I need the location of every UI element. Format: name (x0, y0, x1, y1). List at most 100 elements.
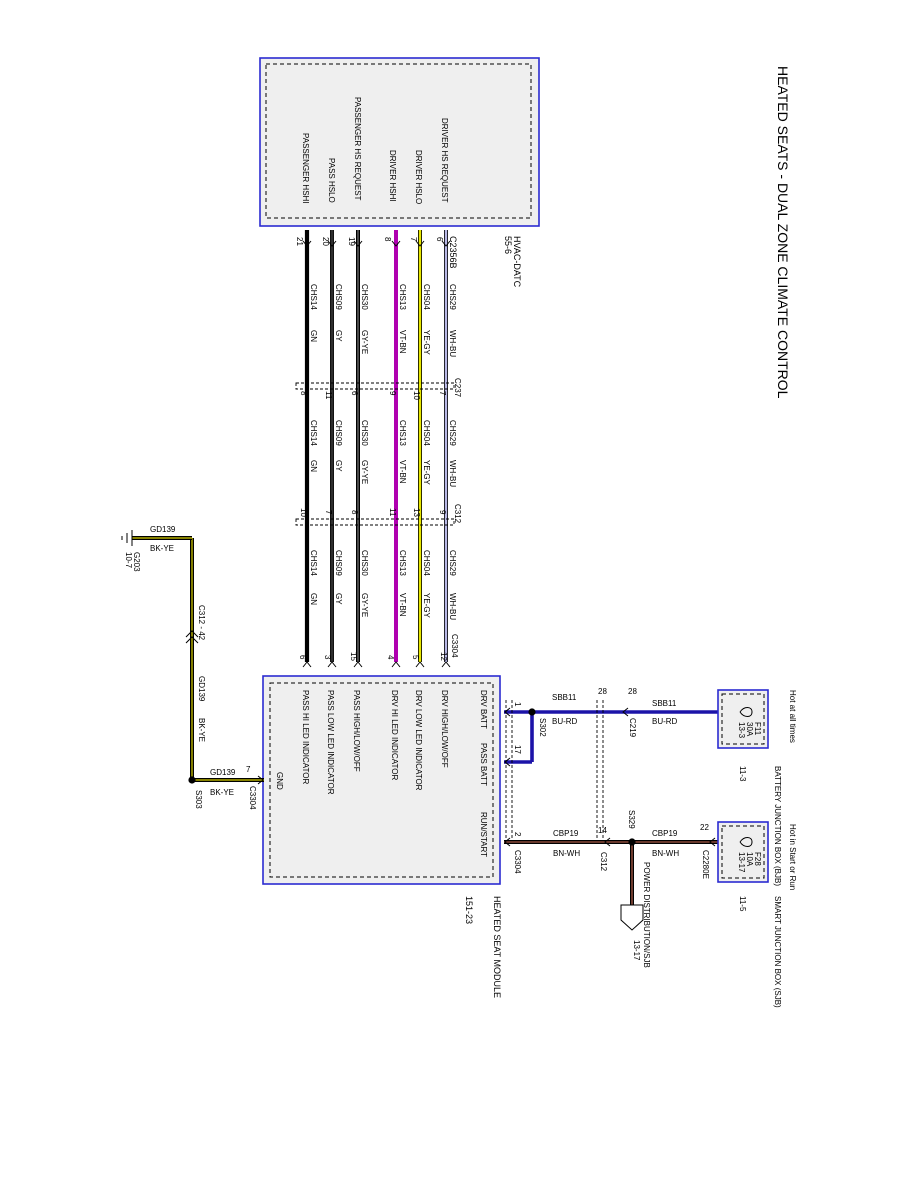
sbb-color-label: BU-RD (552, 717, 578, 726)
ground-color-label-mid: BK-YE (197, 718, 206, 742)
splice-s302 (528, 708, 536, 716)
hvac-pin-label: DRIVER HSHI (388, 150, 397, 202)
c237-pin: 11 (324, 391, 333, 400)
fuse1-label: F11 (753, 722, 762, 736)
ground-point-label: G203 (132, 552, 141, 572)
c312-run-pin: 14 (598, 826, 607, 835)
seat-drv-batt-pin: 1 (513, 702, 522, 707)
seat-run-start-pin: 2 (513, 832, 522, 837)
wire-color-label: GY (334, 330, 343, 342)
splice-s302-label: S302 (538, 718, 547, 737)
sbb-circuit-label: SBB11 (552, 693, 577, 702)
wire-color-label: WH-BU (448, 460, 457, 487)
wire-color-label: GN (309, 330, 318, 342)
connector-c3304-label-b: C3304 (513, 850, 522, 874)
hvac-pin-number: 7 (409, 237, 418, 242)
smart-junction-box (717, 821, 769, 883)
ground-symbol-icon (121, 530, 133, 546)
seat-pin-number: 5 (411, 655, 420, 660)
hvac-pin-label: PASSENGER HS REQUEST (353, 97, 362, 201)
seat-pass-batt-pin: 17 (513, 745, 522, 754)
wire-circuit-label: CHS14 (309, 550, 318, 576)
wire-color-label: WH-BU (448, 330, 457, 357)
hvac-pin-label: DRIVER HS REQUEST (440, 118, 449, 203)
seat-pin-number: 15 (349, 652, 358, 661)
c237-pin: 10 (412, 391, 421, 400)
splice-s303-label: S303 (194, 790, 203, 809)
c2280e-pin: 22 (700, 823, 709, 832)
wire-color-label: GY (334, 593, 343, 605)
c219-pin-right: 28 (628, 687, 637, 696)
c219-pin-left: 28 (598, 687, 607, 696)
cbp-circuit-label-right: CBP19 (652, 829, 678, 838)
ground-circuit-label-mid: GD139 (197, 676, 206, 702)
fuse-icon (739, 837, 753, 847)
wire-circuit-label: CHS14 (309, 420, 318, 446)
wire-color-label: YE-GY (422, 593, 431, 619)
wire-color-label: GN (309, 460, 318, 472)
diagram-title: HEATED SEATS - DUAL ZONE CLIMATE CONTROL (775, 66, 791, 399)
wire-circuit-label: CHS29 (448, 284, 457, 310)
splice-s303 (188, 776, 196, 784)
seat-module-ref: 151-23 (464, 896, 474, 924)
seat-pin-number: 3 (323, 655, 332, 660)
c237-pin: 6 (350, 391, 359, 396)
ground-circuit-label: GD139 (150, 525, 176, 534)
seat-pin-number: 12 (439, 652, 448, 661)
wire-color-label: VT-BN (398, 593, 407, 617)
sbb-color-label-right: BU-RD (652, 717, 678, 726)
battery-junction-box (717, 689, 769, 749)
seat-pin-number: 6 (298, 655, 307, 660)
seat-pin-label: DRV HI LED INDICATOR (390, 690, 399, 780)
c312-run-label: C312 (599, 852, 608, 872)
wire-circuit-label: CHS29 (448, 420, 457, 446)
c312-pin: 7 (324, 510, 333, 515)
wire-circuit-label: CHS04 (422, 284, 431, 310)
fuse1-ref: 13-3 (737, 722, 746, 739)
wire-circuit-label: CHS30 (360, 420, 369, 446)
wire-color-label: GY (334, 460, 343, 472)
hvac-pin-label: PASS HSLO (327, 158, 336, 203)
connector-c237-label: C237 (453, 378, 462, 398)
hvac-pin-label: DRIVER HSLO (414, 150, 423, 204)
sjb-name: SMART JUNCTION BOX (SJB) (773, 896, 782, 1008)
c237-pin: 9 (388, 391, 397, 396)
seat-drv-batt-label: DRV BATT (479, 690, 488, 729)
wire-color-label: GN (309, 593, 318, 605)
connector-c237-rail (295, 382, 455, 390)
seat-gnd-label: GND (275, 772, 284, 790)
battery-feed (504, 707, 718, 767)
hvac-pin-number: 21 (295, 237, 304, 246)
sbb-circuit-label-right: SBB11 (652, 699, 677, 708)
sjb-ref: 11-5 (738, 896, 747, 912)
wire-circuit-label: CHS09 (334, 550, 343, 576)
signal-wires (304, 230, 448, 662)
run-header: Hot in Start or Run (788, 824, 797, 890)
seat-pin-label: DRV HIGH/LOW/OFF (440, 690, 449, 768)
fuse-icon (739, 707, 753, 717)
wire-color-label: WH-BU (448, 593, 457, 620)
wire-circuit-label: CHS09 (334, 284, 343, 310)
seat-run-start-label: RUN/START (479, 812, 488, 857)
seat-pin-label: DRV LOW LED INDICATOR (414, 690, 423, 791)
connector-c3304-label: C3304 (450, 634, 459, 658)
wire-circuit-label: CHS29 (448, 550, 457, 576)
fuse2-ref: 13-17 (737, 852, 746, 873)
hvac-module: HVAC-DATC 55-6 C2356B (259, 57, 540, 288)
hvac-pin-number: 6 (435, 237, 444, 242)
run-start-feed (504, 837, 718, 931)
wire-circuit-label: CHS09 (334, 420, 343, 446)
hvac-pin-label: PASSENGER HSHI (301, 133, 310, 204)
c219-label: C219 (628, 718, 637, 738)
c237-pin: 8 (299, 391, 308, 396)
seat-pin-label: PASS LOW LED INDICATOR (326, 690, 335, 795)
hvac-pin-number: 19 (347, 237, 356, 246)
splice-s329-label: S329 (627, 810, 636, 829)
wire-circuit-label: CHS13 (398, 284, 407, 310)
ground-ref-label: 10-7 (124, 552, 133, 569)
ground-c3304-label: C3304 (248, 786, 257, 810)
seat-gnd-pin: 7 (246, 765, 251, 774)
c237-pin: 7 (438, 391, 447, 396)
power-dist-label: POWER DISTRIBUTION/SJB (642, 862, 651, 968)
